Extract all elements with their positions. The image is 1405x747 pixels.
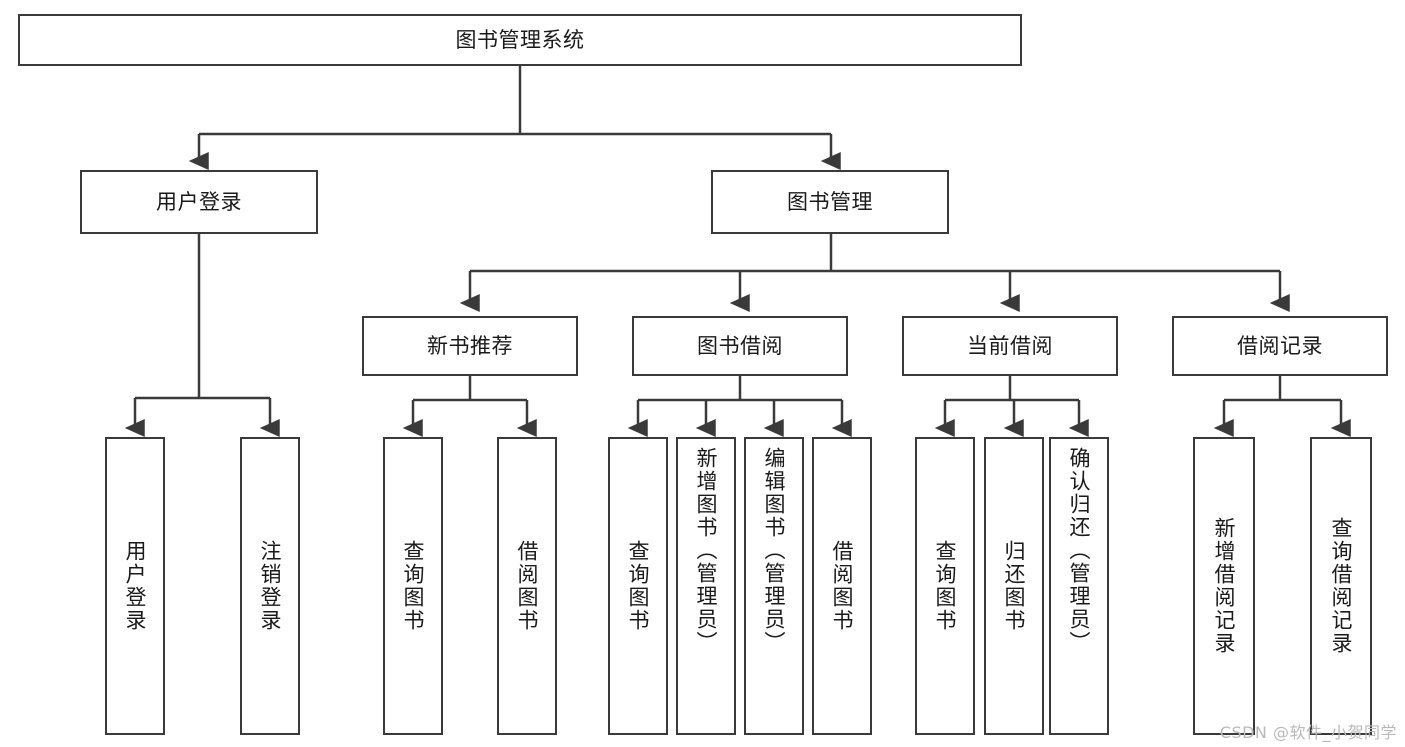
node-label: 图书管理 <box>787 189 873 214</box>
node-label: 用户登录 <box>156 189 242 214</box>
node-label: 新增借阅记录 <box>1212 517 1237 655</box>
leaf-return-book[interactable]: 归还图书 <box>984 437 1044 735</box>
leaf-add-borrow-record[interactable]: 新增借阅记录 <box>1193 437 1255 735</box>
node-label: 新书推荐 <box>427 333 513 358</box>
node-borrow-record[interactable]: 借阅记录 <box>1172 316 1388 376</box>
node-root-system[interactable]: 图书管理系统 <box>18 14 1022 66</box>
node-label: 借阅记录 <box>1237 333 1323 358</box>
node-label: 查询图书 <box>626 540 651 632</box>
leaf-borrow-book-recommend[interactable]: 借阅图书 <box>497 437 557 735</box>
node-label: 编辑图书（管理员） <box>762 447 787 654</box>
node-label: 新增图书（管理员） <box>694 447 719 654</box>
node-label: 用户登录 <box>123 540 148 632</box>
node-label: 确认归还（管理员） <box>1067 447 1092 654</box>
leaf-add-book-admin[interactable]: 新增图书（管理员） <box>676 437 736 735</box>
leaf-borrow-book-borrow[interactable]: 借阅图书 <box>812 437 872 735</box>
leaf-edit-book-admin[interactable]: 编辑图书（管理员） <box>744 437 804 735</box>
node-label: 图书借阅 <box>697 333 783 358</box>
node-label: 图书管理系统 <box>455 27 585 52</box>
leaf-logout-login[interactable]: 注销登录 <box>240 437 300 735</box>
leaf-confirm-return-admin[interactable]: 确认归还（管理员） <box>1049 437 1109 735</box>
node-label: 查询借阅记录 <box>1329 517 1354 655</box>
leaf-query-book-current[interactable]: 查询图书 <box>915 437 975 735</box>
node-label: 归还图书 <box>1002 540 1027 632</box>
node-label: 借阅图书 <box>515 540 540 632</box>
leaf-query-book-recommend[interactable]: 查询图书 <box>383 437 443 735</box>
leaf-query-borrow-record[interactable]: 查询借阅记录 <box>1310 437 1372 735</box>
node-label: 查询图书 <box>401 540 426 632</box>
node-label: 注销登录 <box>258 540 283 632</box>
node-current-borrow[interactable]: 当前借阅 <box>902 316 1118 376</box>
node-user-login[interactable]: 用户登录 <box>80 170 318 234</box>
node-book-borrow[interactable]: 图书借阅 <box>632 316 848 376</box>
node-label: 当前借阅 <box>967 333 1053 358</box>
leaf-user-login[interactable]: 用户登录 <box>105 437 165 735</box>
leaf-query-book-borrow[interactable]: 查询图书 <box>608 437 668 735</box>
csdn-watermark: CSDN @软件_小贺同学 <box>1219 723 1397 742</box>
node-new-book-recommend[interactable]: 新书推荐 <box>362 316 578 376</box>
node-label: 查询图书 <box>933 540 958 632</box>
node-book-manage[interactable]: 图书管理 <box>711 170 949 234</box>
node-label: 借阅图书 <box>830 540 855 632</box>
